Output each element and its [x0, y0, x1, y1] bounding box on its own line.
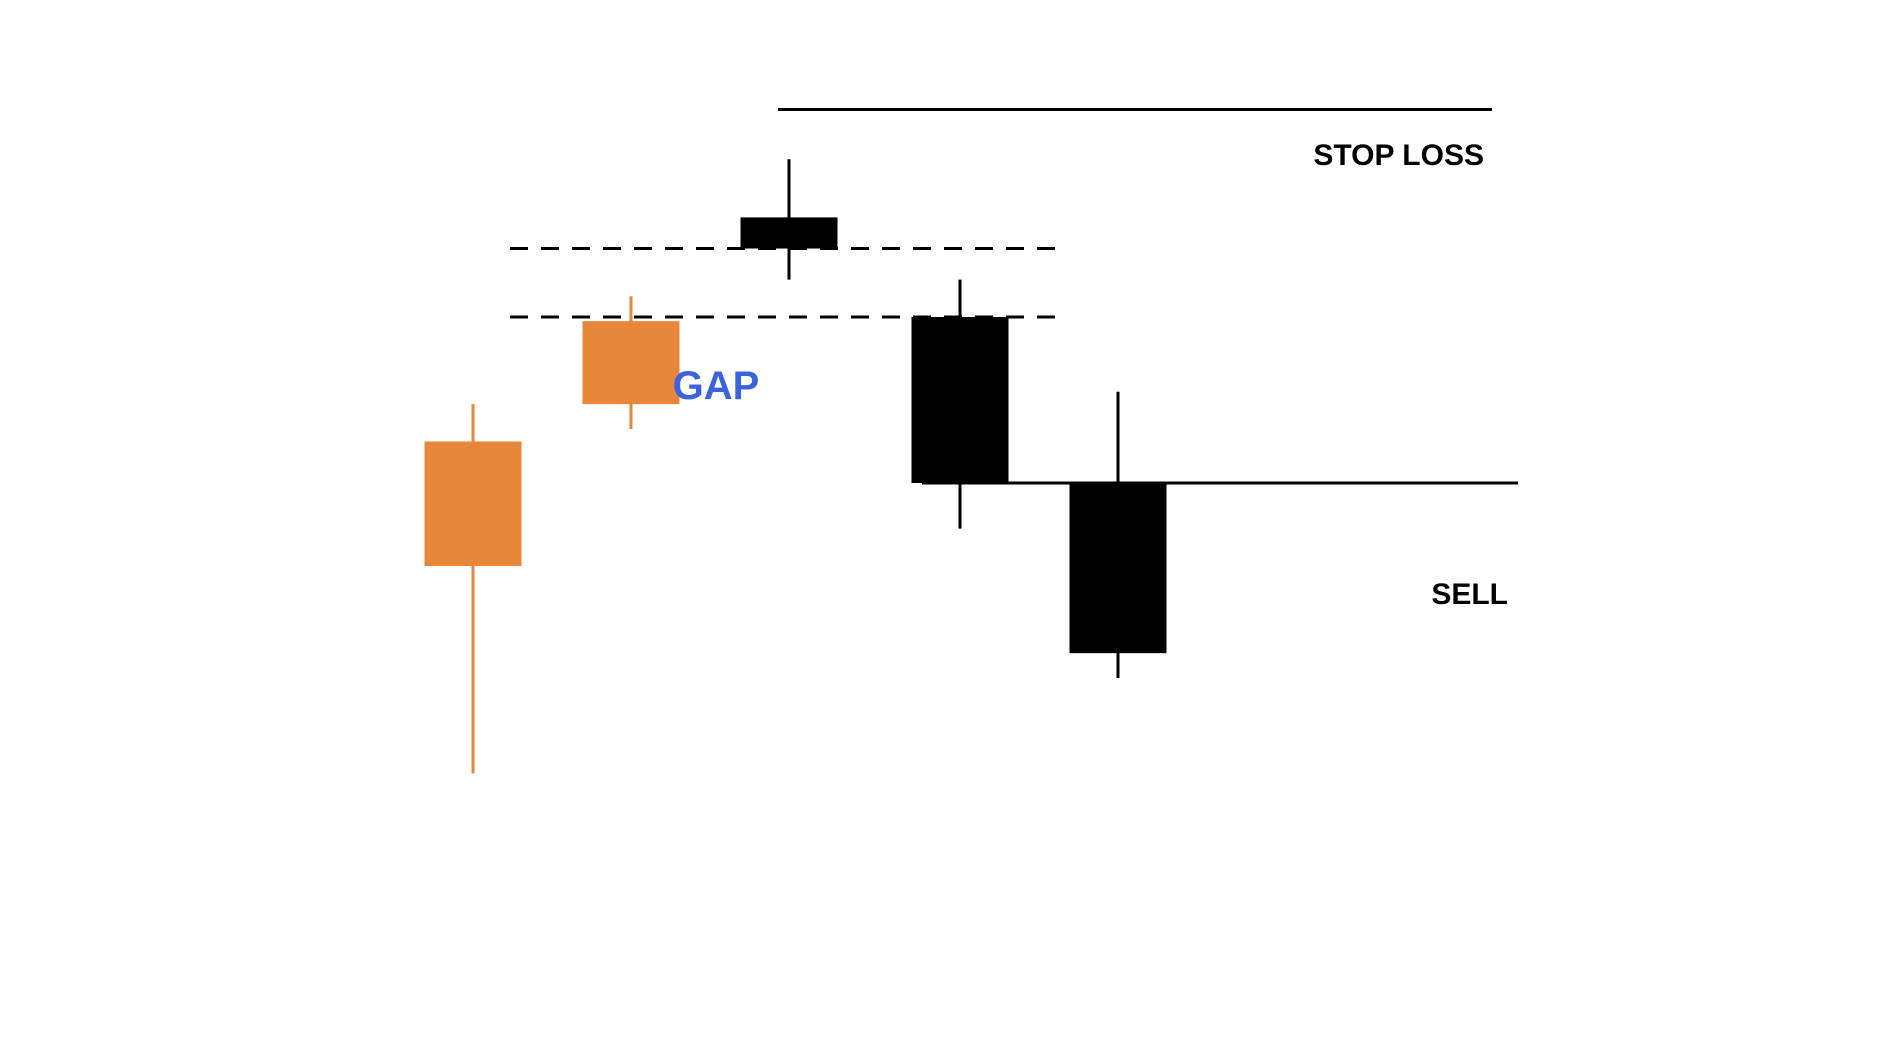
- candle-body: [911, 317, 1009, 483]
- candle-body: [582, 321, 680, 405]
- candle-body: [424, 441, 522, 566]
- gap-label: GAP: [673, 364, 760, 408]
- candle-1: [424, 404, 522, 774]
- candles-layer: [424, 159, 1167, 774]
- candle-5: [1069, 391, 1167, 679]
- levels-layer: [510, 108, 1518, 485]
- candle-3: [740, 159, 838, 280]
- stop-loss-label: STOP LOSS: [1313, 139, 1484, 172]
- candle-2: [582, 296, 680, 430]
- sell-label: SELL: [1431, 578, 1508, 611]
- candle-body: [1069, 483, 1167, 654]
- candle-4: [911, 279, 1009, 529]
- candle-body: [740, 217, 838, 249]
